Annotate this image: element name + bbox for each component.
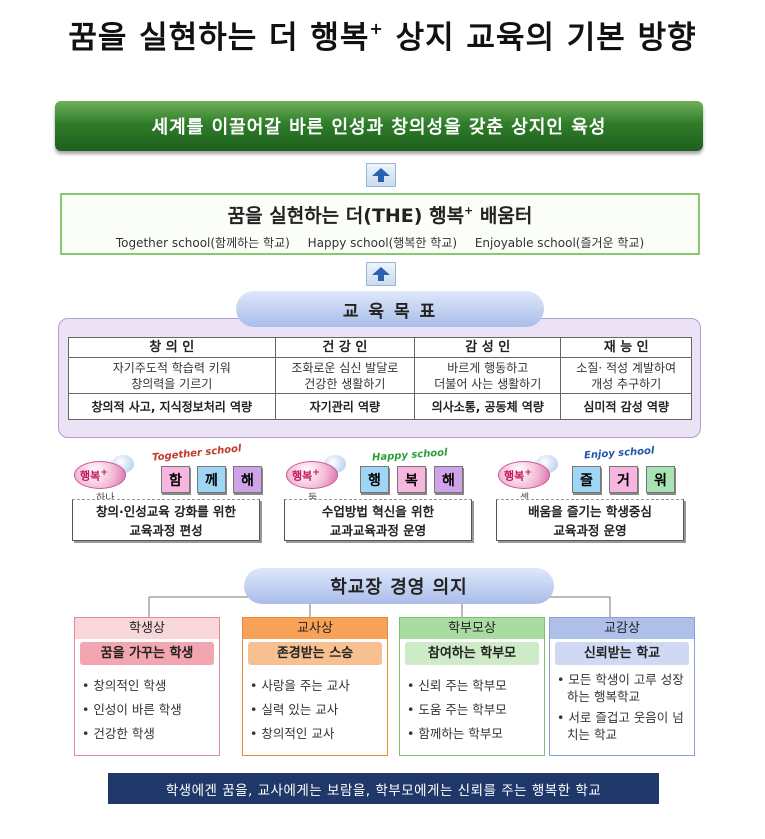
list-item: 도움 주는 학부모: [407, 698, 544, 722]
footer-banner: 학생에겐 꿈을, 교사에게는 보람을, 학부모에게는 신뢰를 주는 행복한 학교: [108, 773, 659, 804]
school-happy: Happy school(행복한 학교): [307, 236, 458, 250]
goal-competency: 의사소통, 공동체 역량: [414, 393, 562, 420]
mentor-title: 꿈을 실현하는 더(THE) 행복+ 배움터: [227, 204, 533, 227]
goal-head: 재 능 인: [560, 337, 692, 358]
card-list: 신뢰 주는 학부모 도움 주는 학부모 함께하는 학부모: [400, 674, 544, 746]
card-title: 교감상: [550, 618, 694, 639]
list-item: 창의적인 교사: [250, 722, 387, 746]
list-item: 창의적인 학생: [82, 674, 219, 698]
tile: 복: [397, 466, 426, 493]
pillar-enjoy: 행복+ 셋 Enjoy school 즐 거 워 배움을 즐기는 학생중심교육과…: [492, 446, 700, 558]
card-motto: 참여하는 학부모: [405, 642, 539, 665]
tile: 해: [233, 466, 262, 493]
list-item: 인성이 바른 학생: [82, 698, 219, 722]
tile: 즐: [572, 466, 601, 493]
card-motto: 꿈을 가꾸는 학생: [80, 642, 214, 665]
up-arrow-icon: [366, 262, 396, 286]
card-teacher: 교사상 존경받는 스승 사랑을 주는 교사 실력 있는 교사 창의적인 교사: [242, 617, 388, 756]
happiness-badge-icon: 행복+ 셋: [498, 455, 558, 504]
tile: 행: [360, 466, 389, 493]
card-student: 학생상 꿈을 가꾸는 학생 창의적인 학생 인성이 바른 학생 건강한 학생: [74, 617, 220, 756]
tile: 해: [434, 466, 463, 493]
mentor-schools: Together school(함께하는 학교) Happy school(행복…: [62, 234, 698, 251]
card-list: 창의적인 학생 인성이 바른 학생 건강한 학생: [75, 674, 219, 746]
page-title: 꿈을 실현하는 더 행복+ 상지 교육의 기본 방향: [68, 19, 697, 56]
education-goals-label: 교 육 목 표: [236, 291, 544, 327]
tile: 께: [197, 466, 226, 493]
happiness-badge-icon: 행복+ 둘: [286, 455, 346, 504]
list-item: 신뢰 주는 학부모: [407, 674, 544, 698]
pillar-happy: 행복+ 둘 Happy school 행 복 해 수업방법 혁신을 위한교과교육…: [280, 446, 488, 558]
list-item: 실력 있는 교사: [250, 698, 387, 722]
list-item: 건강한 학생: [82, 722, 219, 746]
tile: 워: [646, 466, 675, 493]
card-motto: 존경받는 스승: [248, 642, 382, 665]
school-enjoyable: Enjoyable school(즐거운 학교): [474, 236, 645, 250]
goal-competency: 자기관리 역량: [274, 393, 416, 420]
card-motto: 신뢰받는 학교: [555, 642, 689, 665]
card-list: 모든 학생이 고루 성장하는 행복학교 서로 즐겁고 웃음이 넘치는 학교: [550, 671, 694, 743]
pillar-together: 행복+ 하나 Together school 함 께 해 창의·인성교육 강화를…: [68, 443, 276, 558]
list-item: 사랑을 주는 교사: [250, 674, 387, 698]
tile: 함: [161, 466, 190, 493]
management-label: 학교장 경영 의지: [244, 568, 554, 604]
mentor-box: 꿈을 실현하는 더(THE) 행복+ 배움터 Together school(함…: [60, 193, 700, 255]
vision-banner: 세계를 이끌어갈 바른 인성과 창의성을 갖춘 상지인 육성: [55, 101, 703, 151]
card-title: 교사상: [243, 618, 387, 639]
goal-competency: 심미적 감성 역량: [560, 393, 692, 420]
school-together: Together school(함께하는 학교): [115, 236, 290, 250]
card-list: 사랑을 주는 교사 실력 있는 교사 창의적인 교사: [243, 674, 387, 746]
list-item: 모든 학생이 고루 성장하는 행복학교: [557, 671, 694, 705]
card-title: 학생상: [75, 618, 219, 639]
list-item: 서로 즐겁고 웃음이 넘치는 학교: [557, 709, 694, 743]
goal-competency: 창의적 사고, 지식정보처리 역량: [68, 393, 276, 420]
up-arrow-icon: [366, 163, 396, 187]
card-vice-principal: 교감상 신뢰받는 학교 모든 학생이 고루 성장하는 행복학교 서로 즐겁고 웃…: [549, 617, 695, 756]
card-parent: 학부모상 참여하는 학부모 신뢰 주는 학부모 도움 주는 학부모 함께하는 학…: [399, 617, 545, 756]
list-item: 함께하는 학부모: [407, 722, 544, 746]
tile: 거: [609, 466, 638, 493]
card-title: 학부모상: [400, 618, 544, 639]
happiness-badge-icon: 행복+ 하나: [74, 455, 134, 504]
